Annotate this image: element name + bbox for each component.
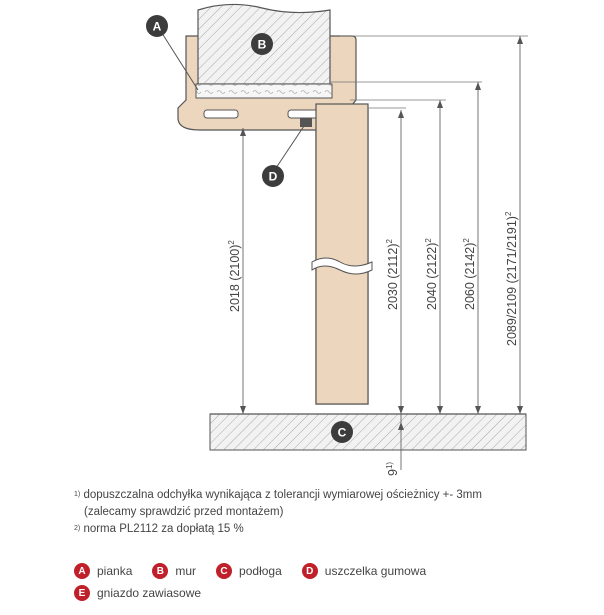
footnote-2: 2) norma PL2112 za dopłatą 15 %: [74, 523, 244, 535]
dimension-lines: [242, 36, 521, 470]
dim-2018: 2018 (2100)2: [227, 240, 242, 312]
svg-text:C: C: [338, 426, 347, 440]
door-leaf: [315, 103, 369, 405]
legend-row-1: A pianka B mur C podłoga D uszczelka gum…: [74, 560, 446, 582]
dim-2089: 2089/2109 (2171/2191)2: [504, 211, 519, 346]
door-leaf-break: [311, 257, 373, 275]
rubber-seal: [300, 118, 312, 127]
floor: [209, 413, 527, 451]
legend-badge-b: B: [152, 563, 169, 579]
dim-2030: 2030 (2112)2: [385, 239, 400, 311]
dim-2060: 2060 (2142)2: [462, 238, 477, 310]
label-d: D: [262, 165, 284, 187]
dim-9: 91): [385, 462, 400, 476]
door-frame-cross-section: 2018 (2100)2 2030 (2112)2 2040 (2122)2 2…: [146, 3, 528, 476]
svg-text:B: B: [258, 38, 267, 52]
legend-badge-a: A: [74, 563, 90, 579]
legend-row-2: E gniazdo zawiasowe: [74, 582, 446, 604]
label-a: A: [146, 15, 168, 37]
legend-item-e: E gniazdo zawiasowe: [74, 585, 201, 601]
legend-item-d: D uszczelka gumowa: [301, 563, 426, 579]
label-c: C: [331, 421, 353, 443]
legend-badge-c: C: [216, 563, 233, 579]
legend-badge-d: D: [301, 563, 318, 579]
svg-text:D: D: [269, 170, 278, 184]
footnote-1: 1) dopuszczalna odchyłka wynikająca z to…: [74, 489, 482, 501]
legend: A pianka B mur C podłoga D uszczelka gum…: [74, 560, 446, 604]
label-b: B: [251, 33, 273, 55]
legend-item-c: C podłoga: [216, 563, 282, 579]
dim-2040: 2040 (2122)2: [424, 238, 439, 310]
frame-slot-left: [203, 109, 239, 119]
foam: [195, 83, 333, 99]
legend-badge-e: E: [74, 585, 90, 601]
legend-item-a: A pianka: [74, 563, 132, 579]
footnote-1-cont: (zalecamy sprawdzić przed montażem): [84, 506, 284, 518]
legend-item-b: B mur: [152, 563, 196, 579]
footnotes: 1) dopuszczalna odchyłka wynikająca z to…: [74, 487, 482, 538]
svg-text:A: A: [153, 20, 162, 34]
